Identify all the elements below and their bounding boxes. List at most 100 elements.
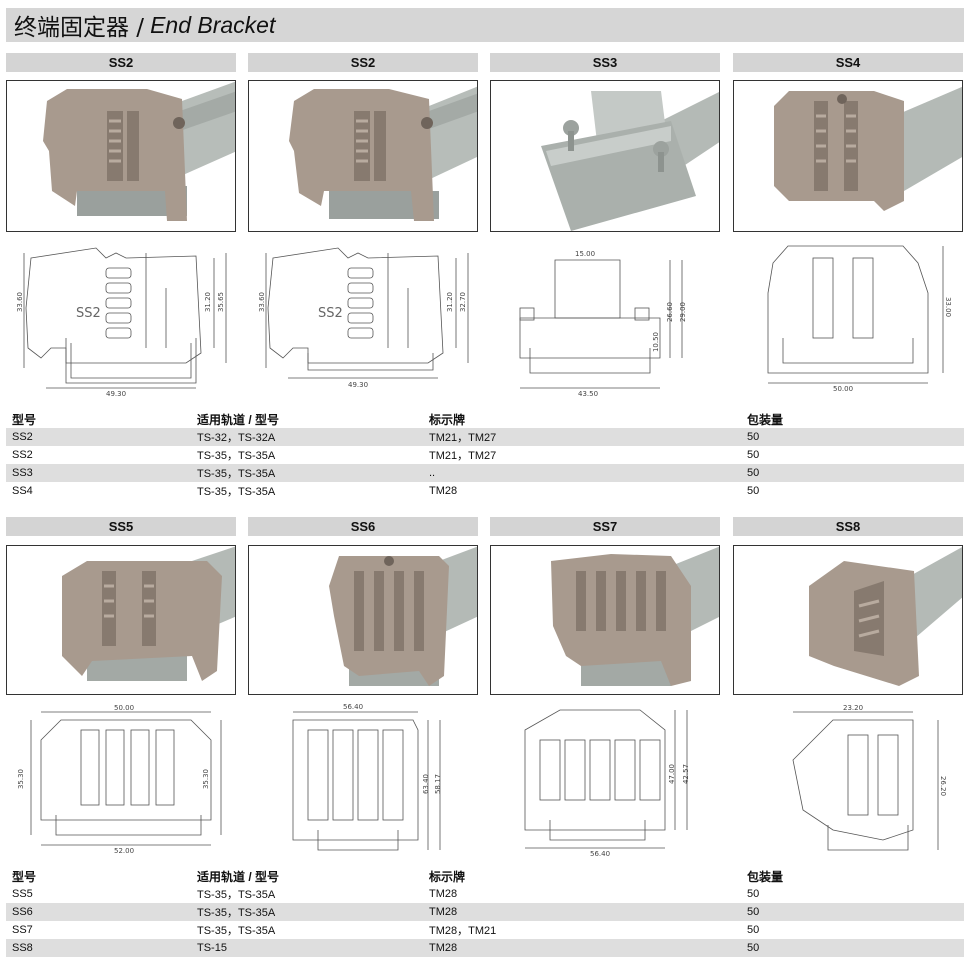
- cell-model: SS3: [12, 467, 33, 479]
- cell-marker: TM28: [429, 942, 458, 954]
- dim-h3: 32.70: [459, 291, 468, 313]
- model-label-4: SS4: [733, 53, 963, 72]
- product-photo-ss2-b: [248, 80, 478, 232]
- product-photo-ss5: [6, 545, 236, 695]
- cell-package: 50: [747, 906, 760, 918]
- cell-marker: TM28: [429, 906, 458, 918]
- cell-rail: TS-35，TS-35A: [197, 907, 276, 919]
- product-photo-ss7: [490, 545, 720, 695]
- header-marker: 标示牌: [429, 869, 466, 884]
- dim-h1: 35.30: [17, 768, 26, 790]
- product-photo-ss3: [490, 80, 720, 232]
- dim-height: 33.00: [944, 296, 953, 318]
- product-photo-ss6: [248, 545, 478, 695]
- drawing-ss4: 50.00 33.00: [733, 238, 963, 403]
- dim-top: 15.00: [575, 250, 596, 258]
- cell-package: 50: [747, 449, 760, 461]
- table-row: SS4 TS-35，TS-35A TM28 50: [6, 482, 964, 500]
- cell-model: SS4: [12, 485, 33, 497]
- cell-rail: TS-32，TS-32A: [197, 432, 276, 444]
- drawing-ss2-b: SS2 49.30 33.60 31.20 32.70: [248, 238, 478, 403]
- title-en: End Bracket: [150, 11, 276, 38]
- cell-package: 50: [747, 924, 760, 936]
- header-model: 型号: [12, 412, 37, 427]
- drawing-ss3: 15.00 43.50 26.60 29.00 10.50: [490, 238, 720, 403]
- cell-rail: TS-35，TS-35A: [197, 486, 276, 498]
- dim-h1: 47.00: [668, 763, 677, 785]
- cell-rail: TS-15: [197, 942, 227, 954]
- cell-rail: TS-35，TS-35A: [197, 925, 276, 937]
- dim-width: 49.30: [348, 381, 369, 389]
- drawing-ss8: 23.20 26.20: [733, 700, 963, 860]
- cell-package: 50: [747, 942, 760, 954]
- drawing-ss6: 56.40 63.40 58.17: [248, 700, 478, 860]
- drawing-ss7: 56.40 47.00 42.57: [490, 700, 720, 860]
- model-label-7: SS7: [490, 517, 720, 536]
- page-title: 终端固定器 / End Bracket: [6, 8, 964, 42]
- dim-h1: 33.60: [258, 291, 267, 313]
- drawing-ss5: 50.00 52.00 35.30 35.30: [6, 700, 236, 860]
- model-label-1: SS2: [6, 53, 236, 72]
- dim-top: 50.00: [114, 704, 135, 712]
- header-rail: 适用轨道 / 型号: [197, 869, 280, 884]
- model-label-3: SS3: [490, 53, 720, 72]
- product-photo-ss4: [733, 80, 963, 232]
- table-row: SS2 TS-35，TS-35A TM21，TM27 50: [6, 446, 964, 464]
- dim-h2: 31.20: [204, 291, 213, 313]
- dim-h1: 63.40: [422, 773, 431, 795]
- model-label-6: SS6: [248, 517, 478, 536]
- product-photo-ss2-a: [6, 80, 236, 232]
- dim-h3: 35.65: [217, 291, 226, 313]
- dim-h1: 33.60: [16, 291, 25, 313]
- header-package: 包装量: [747, 869, 784, 884]
- cell-rail: TS-35，TS-35A: [197, 450, 276, 462]
- table-row: SS6 TS-35，TS-35A TM28 50: [6, 903, 964, 921]
- dim-h3: 10.50: [652, 331, 661, 353]
- cell-rail: TS-35，TS-35A: [197, 889, 276, 901]
- dim-h2: 42.57: [682, 763, 691, 785]
- dim-width: 49.30: [106, 390, 127, 398]
- cell-package: 50: [747, 467, 760, 479]
- dim-label: SS2: [318, 306, 343, 321]
- dim-label: SS2: [76, 306, 101, 321]
- cell-model: SS8: [12, 942, 33, 954]
- cell-rail: TS-35，TS-35A: [197, 468, 276, 480]
- dim-height: 26.20: [939, 775, 948, 797]
- model-label-2: SS2: [248, 53, 478, 72]
- header-package: 包装量: [747, 412, 784, 427]
- dim-width: 50.00: [833, 385, 854, 393]
- cell-model: SS7: [12, 924, 33, 936]
- dim-width: 52.00: [114, 847, 135, 855]
- dim-width: 43.50: [578, 390, 599, 398]
- cell-package: 50: [747, 485, 760, 497]
- cell-marker: TM21，TM27: [429, 432, 497, 444]
- table-row: SS2 TS-32，TS-32A TM21，TM27 50: [6, 428, 964, 446]
- cell-marker: TM28: [429, 485, 458, 497]
- dim-top: 56.40: [343, 703, 364, 711]
- cell-package: 50: [747, 888, 760, 900]
- cell-marker: TM21，TM27: [429, 450, 497, 462]
- spec-table-top: 型号 适用轨道 / 型号 标示牌 包装量 SS2 TS-32，TS-32A TM21…: [6, 410, 964, 500]
- table-header: 型号 适用轨道 / 型号 标示牌 包装量: [6, 867, 964, 885]
- cell-model: SS2: [12, 431, 33, 443]
- header-rail: 适用轨道 / 型号: [197, 412, 280, 427]
- dim-width: 56.40: [590, 850, 611, 858]
- header-marker: 标示牌: [429, 412, 466, 427]
- model-label-8: SS8: [733, 517, 963, 536]
- drawing-ss2-a: SS2 49.30 33.60 31.20 35.65: [6, 238, 236, 403]
- cell-model: SS2: [12, 449, 33, 461]
- table-header: 型号 适用轨道 / 型号 标示牌 包装量: [6, 410, 964, 428]
- dim-h2: 31.20: [446, 291, 455, 313]
- table-row: SS5 TS-35，TS-35A TM28 50: [6, 885, 964, 903]
- cell-marker: TM28: [429, 888, 458, 900]
- table-row: SS8 TS-15 TM28 50: [6, 939, 964, 957]
- cell-model: SS5: [12, 888, 33, 900]
- cell-marker: TM28，TM21: [429, 925, 497, 937]
- table-row: SS7 TS-35，TS-35A TM28，TM21 50: [6, 921, 964, 939]
- cell-package: 50: [747, 431, 760, 443]
- cell-model: SS6: [12, 906, 33, 918]
- model-label-5: SS5: [6, 517, 236, 536]
- product-photo-ss8: [733, 545, 963, 695]
